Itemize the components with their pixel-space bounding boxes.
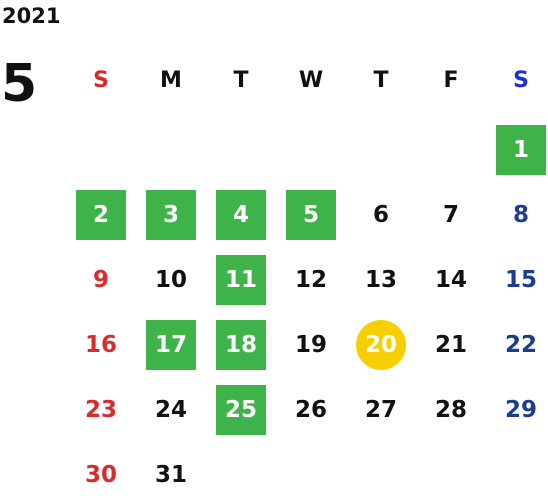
weekday-header-2: T — [233, 67, 249, 93]
day-29[interactable]: 29 — [504, 397, 537, 423]
day-25[interactable]: 25 — [216, 385, 266, 435]
day-10[interactable]: 10 — [154, 267, 187, 293]
day-14[interactable]: 14 — [434, 267, 467, 293]
day-19[interactable]: 19 — [294, 332, 327, 358]
weekday-header-6: S — [513, 67, 529, 93]
weekday-header-5: F — [443, 67, 459, 93]
day-24[interactable]: 24 — [154, 397, 187, 423]
weekday-header-1: M — [160, 67, 182, 93]
day-6[interactable]: 6 — [372, 202, 389, 228]
weekday-header-0: S — [93, 67, 109, 93]
weekday-header-3: W — [298, 67, 324, 93]
day-9[interactable]: 9 — [92, 267, 109, 293]
day-26[interactable]: 26 — [294, 397, 327, 423]
day-15[interactable]: 15 — [504, 267, 537, 293]
day-8[interactable]: 8 — [512, 202, 529, 228]
weekday-header-4: T — [373, 67, 389, 93]
day-5[interactable]: 5 — [286, 190, 336, 240]
day-13[interactable]: 13 — [364, 267, 397, 293]
day-4[interactable]: 4 — [216, 190, 266, 240]
day-22[interactable]: 22 — [504, 332, 537, 358]
day-31[interactable]: 31 — [154, 462, 187, 488]
day-28[interactable]: 28 — [434, 397, 467, 423]
month-number: 5 — [1, 54, 38, 114]
day-11[interactable]: 11 — [216, 255, 266, 305]
day-20[interactable]: 20 — [356, 320, 406, 370]
day-7[interactable]: 7 — [442, 202, 459, 228]
day-12[interactable]: 12 — [294, 267, 327, 293]
day-1[interactable]: 1 — [496, 125, 546, 175]
day-23[interactable]: 23 — [84, 397, 117, 423]
day-18[interactable]: 18 — [216, 320, 266, 370]
day-27[interactable]: 27 — [364, 397, 397, 423]
day-2[interactable]: 2 — [76, 190, 126, 240]
day-21[interactable]: 21 — [434, 332, 467, 358]
day-30[interactable]: 30 — [84, 462, 117, 488]
day-17[interactable]: 17 — [146, 320, 196, 370]
day-16[interactable]: 16 — [84, 332, 117, 358]
year-label: 2021 — [2, 4, 61, 28]
day-3[interactable]: 3 — [146, 190, 196, 240]
